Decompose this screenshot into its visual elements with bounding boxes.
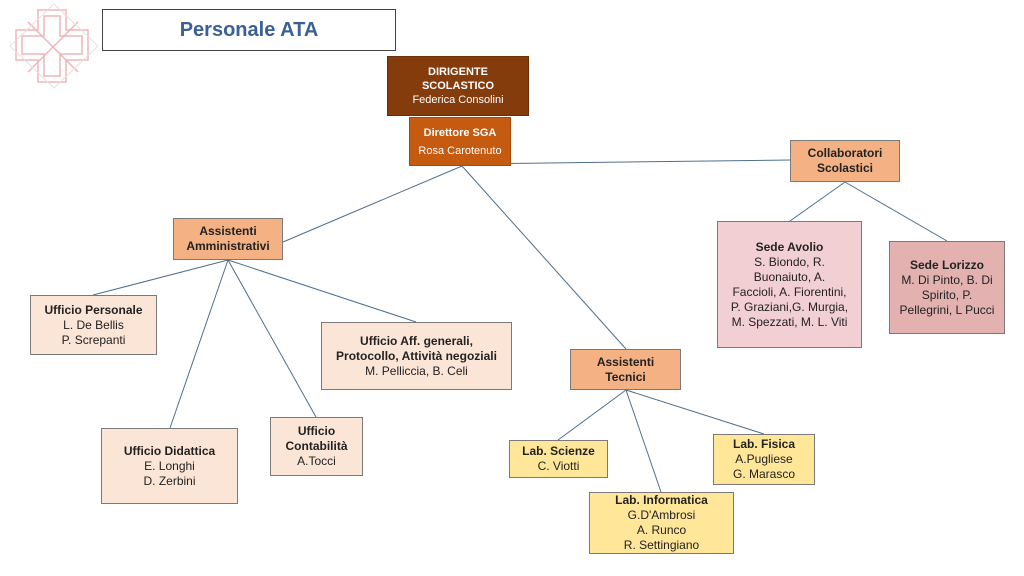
connector-amministrativi-didattica: [169, 259, 229, 429]
node-dirigente-scolastico: DIRIGENTE SCOLASTICO Federica Consolini: [387, 56, 529, 116]
node-dsga-name: Rosa Carotenuto: [418, 144, 502, 157]
node-ufficio-contabilita-names: A.Tocci: [297, 454, 336, 468]
node-ufficio-personale-title: Ufficio Personale: [44, 302, 143, 317]
connector-amministrativi-affgenerali: [227, 259, 417, 323]
page-title: Personale ATA: [102, 9, 396, 51]
node-ufficio-contabilita: Ufficio Contabilità A.Tocci: [270, 417, 363, 476]
node-ufficio-didattica: Ufficio Didattica E. Longhi D. Zerbini: [101, 428, 238, 504]
node-ufficio-aff-generali-names: M. Pelliccia, B. Celi: [365, 363, 468, 378]
node-dirigente-name: Federica Consolini: [412, 94, 504, 106]
connector-collaboratori-lorizzo: [844, 181, 948, 242]
connector-collaboratori-avolio: [789, 181, 846, 222]
node-ufficio-didattica-title: Ufficio Didattica: [123, 443, 216, 458]
node-assistenti-amministrativi: Assistenti Amministrativi: [173, 218, 283, 260]
connector-tecnici-scienze: [557, 389, 627, 441]
connector-dsga-amministrativi: [282, 165, 463, 243]
node-ufficio-contabilita-title: Ufficio Contabilità: [285, 424, 348, 453]
node-sede-avolio-title: Sede Avolio: [755, 239, 824, 254]
node-lab-fisica-title: Lab. Fisica: [732, 437, 796, 451]
node-collaboratori-title: Collaboratori Scolastici: [807, 146, 883, 175]
node-amministrativi-title: Assistenti Amministrativi: [186, 224, 270, 253]
connector-tecnici-informatica: [625, 389, 662, 493]
node-lab-informatica: Lab. Informatica G.D'Ambrosi A. Runco R.…: [589, 492, 734, 554]
node-tecnici-title: Assistenti Tecnici: [596, 354, 655, 384]
connector-amministrativi-contabilita: [227, 259, 317, 418]
school-logo: [9, 3, 99, 89]
node-ufficio-personale: Ufficio Personale L. De Bellis P. Screpa…: [30, 295, 157, 355]
node-lab-informatica-title: Lab. Informatica: [615, 493, 708, 507]
node-ufficio-didattica-names: E. Longhi D. Zerbini: [143, 458, 196, 488]
node-lab-informatica-names: G.D'Ambrosi A. Runco R. Settingiano: [623, 508, 700, 552]
node-sede-lorizzo: Sede Lorizzo M. Di Pinto, B. Di Spirito,…: [889, 241, 1005, 334]
node-lab-scienze: Lab. Scienze C. Viotti: [509, 440, 608, 478]
connector-tecnici-fisica: [625, 389, 765, 435]
node-sede-lorizzo-names: M. Di Pinto, B. Di Spirito, P. Pellegrin…: [899, 272, 995, 317]
node-lab-fisica-names: A.Pugliese G. Marasco: [732, 452, 795, 481]
connector-dsga-tecnici: [461, 165, 627, 350]
node-dirigente-title: DIRIGENTE SCOLASTICO: [421, 66, 495, 92]
node-sede-avolio-names: S. Biondo, R. Buonaiuto, A. Faccioli, A.…: [730, 254, 849, 329]
node-lab-fisica: Lab. Fisica A.Pugliese G. Marasco: [713, 434, 815, 485]
node-sede-lorizzo-title: Sede Lorizzo: [909, 257, 984, 272]
node-dsga-title: Direttore SGA: [423, 126, 497, 139]
node-ufficio-aff-generali: Ufficio Aff. generali, Protocollo, Attiv…: [321, 322, 512, 390]
node-collaboratori-scolastici: Collaboratori Scolastici: [790, 140, 900, 182]
node-ufficio-aff-generali-title: Ufficio Aff. generali, Protocollo, Attiv…: [336, 333, 497, 363]
node-lab-scienze-names: C. Viotti: [537, 459, 580, 473]
node-assistenti-tecnici: Assistenti Tecnici: [570, 349, 681, 390]
connector-dsga-collaboratori: [464, 159, 791, 165]
connector-amministrativi-personale: [92, 259, 229, 296]
node-lab-scienze-title: Lab. Scienze: [522, 444, 595, 458]
node-ufficio-personale-names: L. De Bellis P. Screpanti: [61, 317, 126, 347]
node-sede-avolio: Sede Avolio S. Biondo, R. Buonaiuto, A. …: [717, 221, 862, 348]
node-direttore-sga: Direttore SGA Rosa Carotenuto: [409, 117, 511, 166]
